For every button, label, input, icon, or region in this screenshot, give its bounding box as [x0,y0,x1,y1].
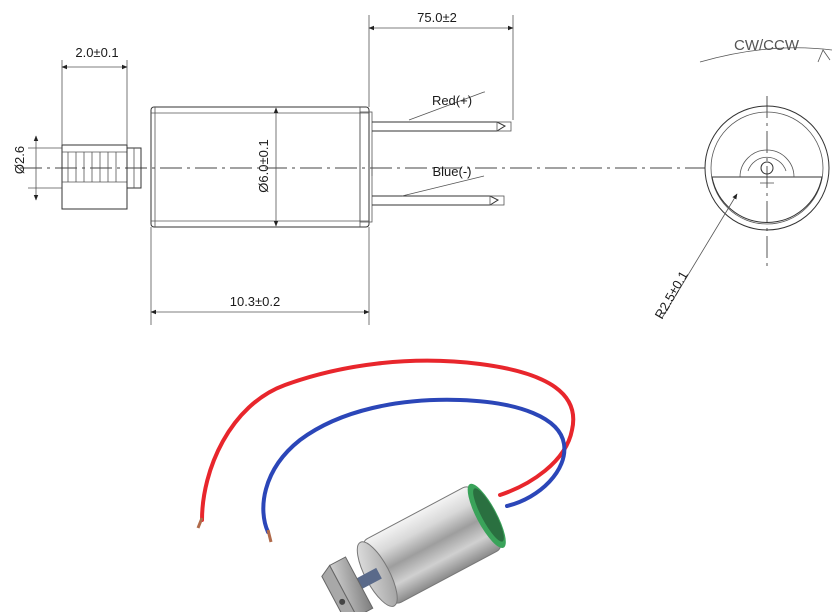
lead-length-text: 75.0±2 [417,10,457,25]
red-wire-lead [372,121,507,132]
photo-eccentric-weight [321,556,374,612]
red-wire-label: Red(+) [432,93,472,108]
radius-leader [661,193,738,319]
dimension-body-diameter: Ø6.0±0.1 [256,107,279,227]
end-view-outline [704,105,830,231]
end-view: CW/CCW R2.5±0.1 [652,37,832,322]
product-photo [196,358,576,612]
blue-wire-label: Blue(-) [432,164,471,179]
side-view: Red(+) Blue(-) [20,91,705,228]
body-diameter-text: Ø6.0±0.1 [256,139,271,192]
dimension-shaft-length: 2.0±0.1 [61,45,128,145]
body-length-text: 10.3±0.2 [230,294,281,309]
eccentric-weight-end [711,176,823,223]
rotation-arc [699,47,832,63]
dimension-lead-length: 75.0±2 [368,10,514,120]
photo-red-wire [200,358,576,522]
eccentric-weight-side [61,144,128,210]
blue-wire-lead [372,195,500,206]
dimension-body-length: 10.3±0.2 [150,227,370,325]
dimension-shaft-diameter: Ø2.6 [12,135,62,201]
rotation-label: CW/CCW [734,37,800,54]
shaft-diameter-text: Ø2.6 [12,146,27,174]
weight-radius-text: R2.5±0.1 [652,268,691,321]
shaft-length-text: 2.0±0.1 [75,45,118,60]
photo-blue-wire [261,397,567,534]
motor-body-side [150,106,370,228]
